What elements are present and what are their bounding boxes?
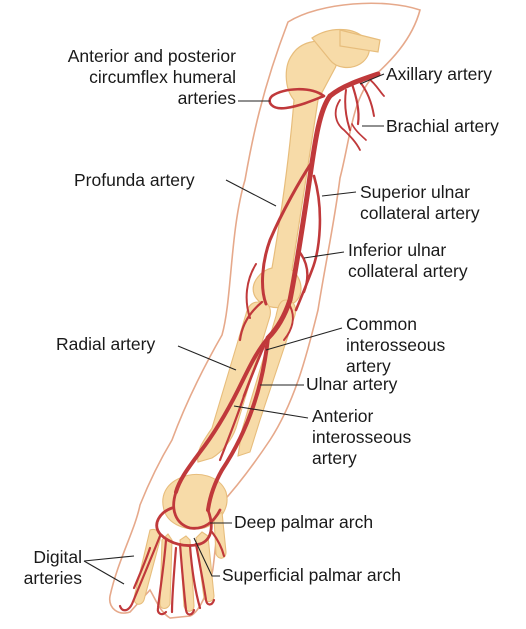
label-line: artery (312, 448, 411, 469)
label-ulnar-artery: Ulnar artery (306, 374, 397, 395)
label-line: Anterior (312, 406, 411, 427)
label-line: interosseous (346, 335, 445, 356)
leader-profunda (226, 180, 276, 206)
label-line: Digital (6, 547, 82, 568)
label-axillary-artery: Axillary artery (386, 64, 492, 85)
label-profunda-artery: Profunda artery (74, 170, 195, 191)
label-digital-arteries: Digital arteries (6, 547, 82, 589)
label-line: circumflex humeral (20, 67, 236, 88)
label-line: Common (346, 314, 445, 335)
leader-anterior-interosseous (234, 406, 308, 418)
label-line: Superficial palmar arch (222, 565, 401, 586)
label-circumflex-humeral: Anterior and posterior circumflex humera… (20, 46, 236, 109)
label-deep-palmar-arch: Deep palmar arch (234, 512, 373, 533)
label-superficial-palmar-arch: Superficial palmar arch (222, 565, 401, 586)
label-radial-artery: Radial artery (56, 334, 155, 355)
label-common-interosseous: Common interosseous artery (346, 314, 445, 377)
leader-radial (178, 346, 236, 370)
label-line: Profunda artery (74, 170, 195, 191)
leader-inferior-ulnar (304, 252, 344, 258)
label-line: interosseous (312, 427, 411, 448)
label-line: Superior ulnar (360, 182, 480, 203)
leader-digital-2 (84, 561, 124, 584)
label-line: Deep palmar arch (234, 512, 373, 533)
label-line: Brachial artery (386, 116, 499, 137)
label-anterior-interosseous: Anterior interosseous artery (312, 406, 411, 469)
label-line: Radial artery (56, 334, 155, 355)
label-line: Inferior ulnar (348, 240, 468, 261)
leader-digital-1 (84, 556, 134, 561)
label-line: collateral artery (348, 261, 468, 282)
label-line: arteries (20, 88, 236, 109)
label-inferior-ulnar-collateral: Inferior ulnar collateral artery (348, 240, 468, 282)
label-brachial-artery: Brachial artery (386, 116, 499, 137)
label-line: arteries (6, 568, 82, 589)
label-line: Ulnar artery (306, 374, 397, 395)
leader-lines (84, 74, 384, 584)
leader-superior-ulnar (322, 192, 356, 196)
label-line: Anterior and posterior (20, 46, 236, 67)
label-line: collateral artery (360, 203, 480, 224)
label-line: Axillary artery (386, 64, 492, 85)
label-superior-ulnar-collateral: Superior ulnar collateral artery (360, 182, 480, 224)
